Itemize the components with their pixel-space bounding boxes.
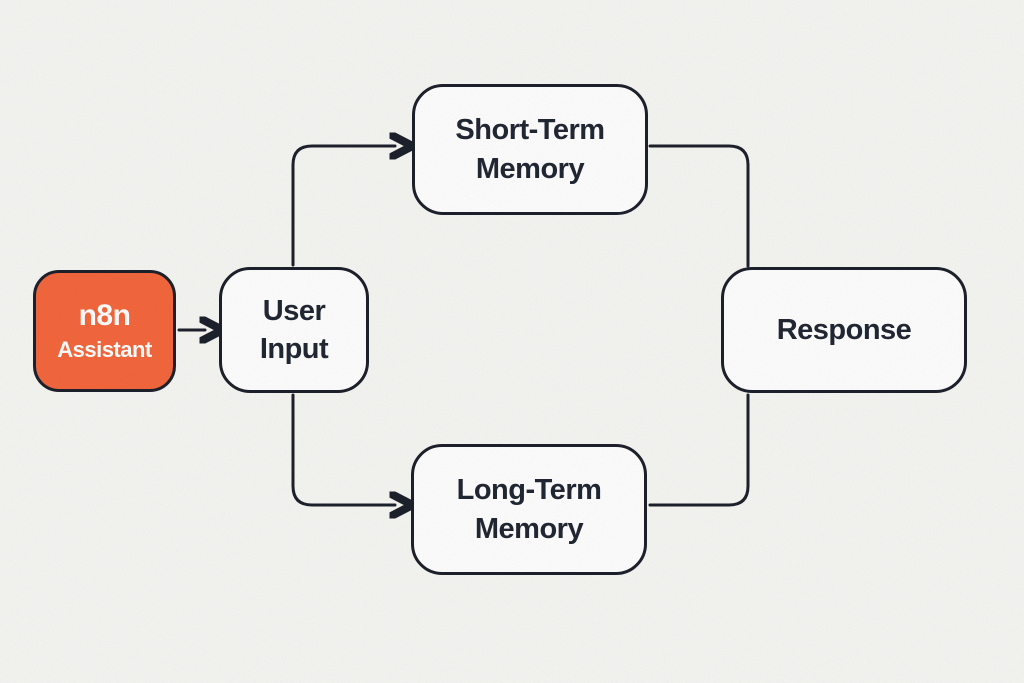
- long-term-label-line2: Memory: [474, 512, 584, 545]
- user-input-label-line1: User: [262, 294, 326, 327]
- node-long-term-memory: Long-Term Memory: [411, 444, 647, 575]
- edge-short-term-to-response: [648, 144, 750, 268]
- response-label: Response: [776, 313, 912, 346]
- node-response: Response: [721, 267, 967, 393]
- short-term-label-line1: Short-Term: [455, 114, 605, 147]
- node-n8n-assistant: n8n Assistant: [33, 270, 176, 392]
- node-user-input: User Input: [219, 267, 369, 393]
- user-input-label-line2: Input: [259, 333, 329, 365]
- short-term-label-line2: Memory: [475, 152, 585, 185]
- edge-user-input-to-long-term: [291, 393, 395, 505]
- long-term-label-line1: Long-Term: [456, 474, 602, 507]
- n8n-assistant-title: n8n: [78, 299, 131, 333]
- n8n-assistant-subtitle: Assistant: [57, 337, 152, 363]
- edge-user-input-to-short-term: [291, 146, 395, 267]
- edge-long-term-to-response: [648, 393, 750, 507]
- node-short-term-memory: Short-Term Memory: [412, 84, 648, 215]
